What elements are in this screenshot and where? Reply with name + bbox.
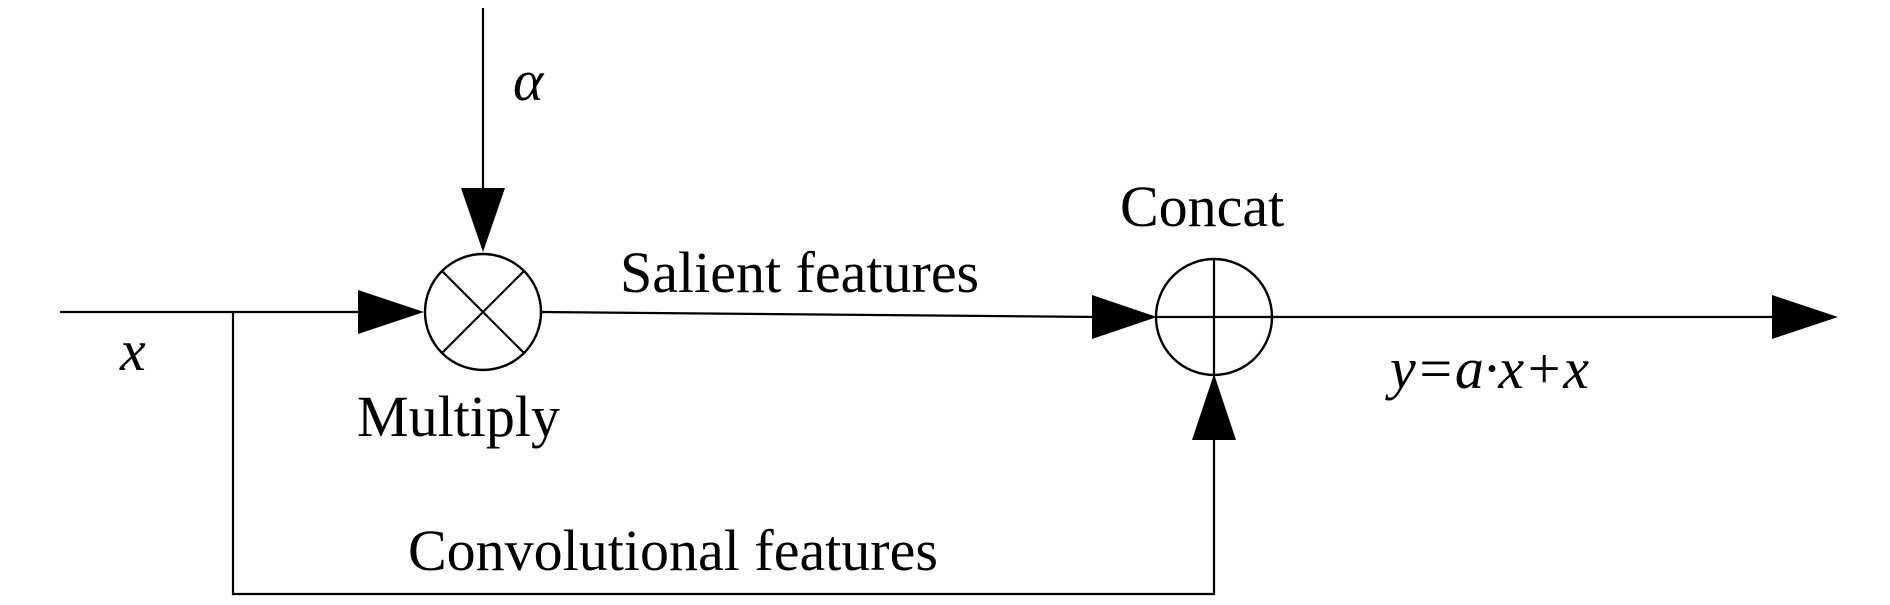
output-arrowhead (1772, 295, 1838, 339)
concat-label: Concat (1120, 174, 1284, 239)
multiply-label: Multiply (357, 384, 560, 449)
convolutional-features-label: Convolutional features (408, 518, 938, 583)
concat-node (1154, 257, 1274, 377)
input-label: x (119, 318, 146, 383)
salient-arrowhead (1092, 295, 1157, 339)
skip-arrowhead (1192, 374, 1236, 440)
salient-features-line (540, 310, 1101, 319)
alpha-arrowhead (461, 188, 505, 252)
multiply-node (423, 252, 543, 372)
skip-connection-line (231, 312, 1216, 596)
input-arrowhead (358, 290, 424, 334)
salient-features-label: Salient features (620, 240, 979, 305)
alpha-label: α (513, 48, 545, 113)
output-formula-label: y=a·x+x (1385, 336, 1589, 401)
